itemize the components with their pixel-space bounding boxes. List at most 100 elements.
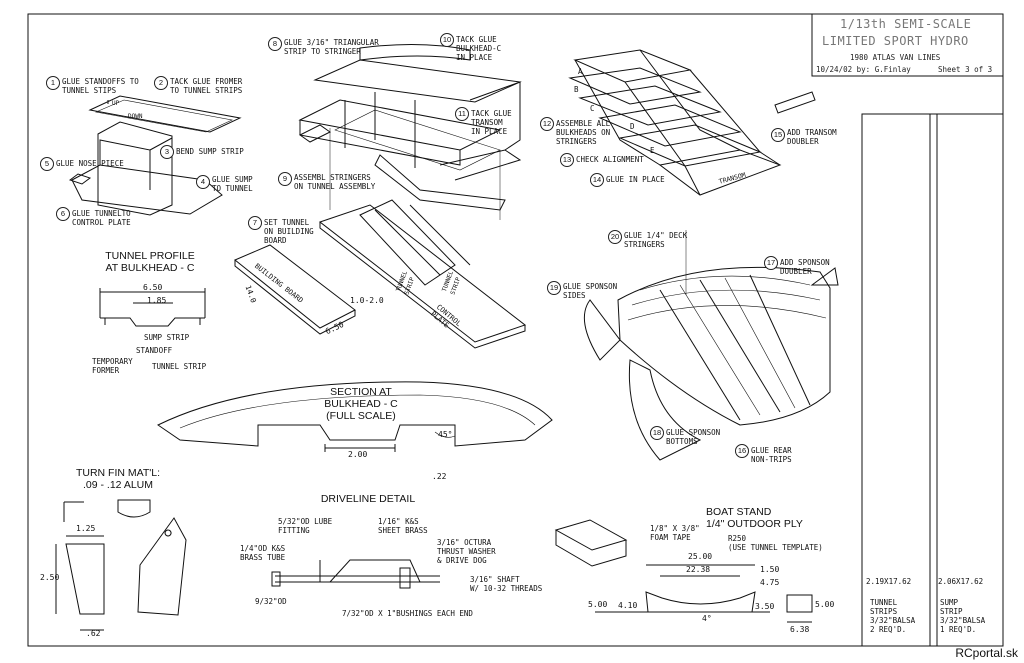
step-text: GLUE NOSE PIECE — [56, 159, 124, 168]
step-text: GLUE SPONSON BOTTOMS — [666, 428, 721, 446]
step-text: TACK GLUE BULKHEAD-C IN PLACE — [456, 35, 502, 62]
step-number: 20 — [608, 230, 622, 244]
title-line-1: 1/13th SEMI-SCALE — [840, 17, 972, 31]
step-text: TACK GLUE TRANSOM IN PLACE — [471, 109, 512, 136]
dim-6-38: 6.38 — [790, 625, 810, 634]
title-block-frame — [812, 14, 1003, 76]
step-text: TACK GLUE FROMER TO TUNNEL STRIPS — [170, 77, 243, 95]
label-standoff: STANDOFF — [136, 346, 173, 355]
dim-6-50: 6.50 — [143, 283, 163, 292]
dim-3-50: 3.50 — [755, 602, 775, 611]
label-down: DOWN — [128, 113, 143, 120]
step-number: 6 — [56, 207, 70, 221]
label-up: UP — [112, 100, 120, 107]
label-sheet-brass: 1/16" K&S SHEET BRASS — [378, 517, 428, 535]
strip-columns-frame — [862, 114, 1003, 646]
section-heading: SECTION AT BULKHEAD - C (FULL SCALE) — [324, 386, 398, 422]
boat-stand-heading: BOAT STAND 1/4" OUTDOOR PLY — [706, 506, 803, 530]
dim-5-00-right: 5.00 — [815, 600, 835, 609]
dim-1-85: 1.85 — [147, 296, 167, 305]
dim-25-00: 25.00 — [688, 552, 713, 561]
step-number: 5 — [40, 157, 54, 171]
title-sheet-number: Sheet 3 of 3 — [938, 65, 993, 74]
step-number: 12 — [540, 117, 554, 131]
title-line-2: LIMITED SPORT HYDRO — [822, 34, 969, 48]
turn-fin-heading: TURN FIN MAT'L: .09 - .12 ALUM — [75, 467, 161, 491]
dim-22: .22 — [432, 472, 447, 481]
step-number: 9 — [278, 172, 292, 186]
label-sump-strip: SUMP STRIP — [144, 333, 190, 342]
label-932-od: 9/32"OD — [255, 597, 287, 606]
step-text: ASSEMBL STRINGERS ON TUNNEL ASSEMBLY — [294, 173, 376, 191]
sheet-border — [28, 14, 1003, 646]
label-temp-former: TEMPORARY FORMER — [92, 357, 133, 375]
tunnel-profile-heading: TUNNEL PROFILE AT BULKHEAD - C — [105, 250, 195, 274]
dim-2-50: 2.50 — [40, 573, 60, 582]
step-number: 7 — [248, 216, 262, 230]
step-number: 19 — [547, 281, 561, 295]
strip-2-size: 2.06X17.62 — [938, 577, 984, 586]
title-line-3: 1980 ATLAS VAN LINES — [850, 53, 941, 62]
label-octura: 3/16" OCTURA THRUST WASHER & DRIVE DOG — [437, 538, 496, 565]
label-tunnel-strip-profile: TUNNEL STRIP — [152, 362, 207, 371]
bulkhead-section — [158, 382, 552, 446]
step-number: 10 — [440, 33, 454, 47]
step-text: GLUE SUMP TO TUNNEL — [212, 175, 253, 193]
dim-22-38: 22.38 — [686, 565, 711, 574]
step-text: ADD SPONSON DOUBLER — [780, 258, 830, 276]
label-r250: R250 (USE TUNNEL TEMPLATE) — [728, 534, 823, 552]
step-number: 18 — [650, 426, 664, 440]
step-number: 1 — [46, 76, 60, 90]
label-board-height: 1.0-2.0 — [350, 296, 384, 305]
step-number: 17 — [764, 256, 778, 270]
step-number: 16 — [735, 444, 749, 458]
label-brass-tube: 1/4"OD K&S BRASS TUBE — [240, 544, 286, 562]
step-text: GLUE 1/4" DECK STRINGERS — [624, 231, 688, 249]
label-bulkhead-b: B — [574, 85, 579, 94]
strip-1-text: TUNNEL STRIPS 3/32"BALSA 2 REQ'D. — [870, 598, 916, 634]
strip-1-size: 2.19X17.62 — [866, 577, 912, 586]
step-text: GLUE STANDOFFS TO TUNNEL STIPS — [62, 77, 139, 95]
label-bushings: 7/32"OD X 1"BUSHINGS EACH END — [342, 609, 473, 618]
label-bulkhead-d: D — [630, 122, 635, 131]
step-number: 2 — [154, 76, 168, 90]
step-text: GLUE SPONSON SIDES — [563, 282, 618, 300]
step-text: GLUE 3/16" TRIANGULAR STRIP TO STRINGER — [284, 38, 379, 56]
driveline-heading: DRIVELINE DETAIL — [320, 493, 416, 505]
step-text: ADD TRANSOM DOUBLER — [787, 128, 837, 146]
step-text: CHECK ALIGNMENT — [576, 155, 644, 164]
dim-4-deg: 4° — [702, 614, 712, 623]
step-number: 14 — [590, 173, 604, 187]
dim-4-75: 4.75 — [760, 578, 780, 587]
label-bulkhead-a: A — [578, 67, 583, 76]
title-date-author: 10/24/02 by: G.Finlay — [816, 65, 911, 74]
label-lube-fitting: 5/32"OD LUBE FITTING — [278, 517, 333, 535]
step-text: GLUE REAR NON-TRIPS — [751, 446, 792, 464]
deck-assembly — [618, 267, 830, 425]
step-number: 4 — [196, 175, 210, 189]
watermark-brand: RCportal.sk — [955, 646, 1018, 660]
tunnel-former-shape — [90, 96, 240, 132]
label-bulkhead-c: C — [590, 104, 595, 113]
control-plate — [320, 205, 525, 342]
dim-5-00-left: 5.00 — [588, 600, 608, 609]
step-number: 15 — [771, 128, 785, 142]
dim-1-25: 1.25 — [76, 524, 96, 533]
strip-2-text: SUMP STRIP 3/32"BALSA 1 REQ'D. — [940, 598, 986, 634]
step-text: GLUE IN PLACE — [606, 175, 665, 184]
dim-2-00: 2.00 — [348, 450, 368, 459]
dim-4-10: 4.10 — [618, 601, 638, 610]
step-text: ASSEMBLE ALL BULKHEADS ON STRINGERS — [556, 119, 611, 146]
dim-45: 45° — [438, 430, 453, 439]
label-shaft: 3/16" SHAFT W/ 10-32 THREADS — [470, 575, 543, 593]
step-text: GLUE TUNNELTO CONTROL PLATE — [72, 209, 131, 227]
step-number: 13 — [560, 153, 574, 167]
step-number: 11 — [455, 107, 469, 121]
label-bulkhead-e: E — [650, 146, 655, 155]
dim-62: .62 — [86, 629, 101, 638]
step-number: 8 — [268, 37, 282, 51]
step-text: SET TUNNEL ON BUILDING BOARD — [264, 218, 314, 245]
label-foam-tape: 1/8" X 3/8" FOAM TAPE — [650, 524, 700, 542]
